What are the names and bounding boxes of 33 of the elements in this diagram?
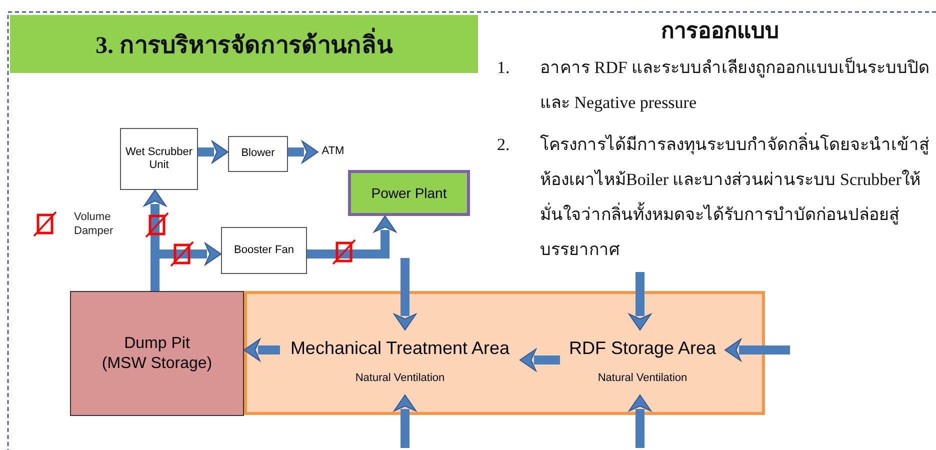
ventilation-note: Natural Ventilation [355, 372, 445, 385]
flow-arrow [628, 394, 652, 448]
node-label: Wet Scrubber Unit [124, 146, 194, 172]
flow-arrow [628, 272, 652, 330]
node-label: Blower [241, 147, 275, 161]
power-plant-box [348, 170, 470, 216]
node-label: Power Plant [371, 184, 447, 202]
process-box [228, 136, 288, 172]
flow-arrow [520, 348, 560, 372]
flow-arrow [198, 140, 228, 164]
node-label: Booster Fan [234, 244, 294, 258]
node-label: Dump Pit (MSW Storage) [100, 334, 214, 373]
ventilation-note: Natural Ventilation [598, 372, 688, 385]
flow-arrow [394, 394, 416, 448]
list-number: 1. [497, 57, 511, 79]
list-number: 2. [497, 134, 511, 156]
outlet-label: ATM [322, 145, 344, 159]
node-label: Mechanical Treatment Area [290, 338, 510, 360]
building-area [244, 291, 765, 415]
flow-arrow [724, 338, 790, 362]
flow-arrow [244, 338, 280, 362]
flow-arrow [288, 140, 318, 164]
legend-label: Volume Damper [74, 210, 114, 239]
list-item-text: โครงการได้มีการลงทุนระบบกำจัดกลิ่นโดยจะนำเข้าสู่ห้องเผาไหม้Boiler และบางส่วนผ่านระบบ Scrubberให้มั่นใจว่ากลิ่นทั้งหมดจะได้รับการบำบัดก่อนปล่อยสู่บรรยากาศ [540, 127, 932, 267]
process-box [221, 227, 307, 274]
storage-box [70, 291, 244, 416]
list-item-text: อาคาร RDF และระบบลำเลียงถูกออกแบบเป็นระบบปิดและ Negative pressure [540, 56, 931, 114]
flow-arrow [394, 258, 416, 330]
section-heading: การออกแบบ [660, 18, 780, 46]
process-box [120, 128, 198, 190]
flow-arrow [307, 216, 396, 258]
node-label: RDF Storage Area [568, 338, 716, 360]
title-banner: 3. การบริหารจัดการด้านกลิ่น [10, 15, 478, 73]
